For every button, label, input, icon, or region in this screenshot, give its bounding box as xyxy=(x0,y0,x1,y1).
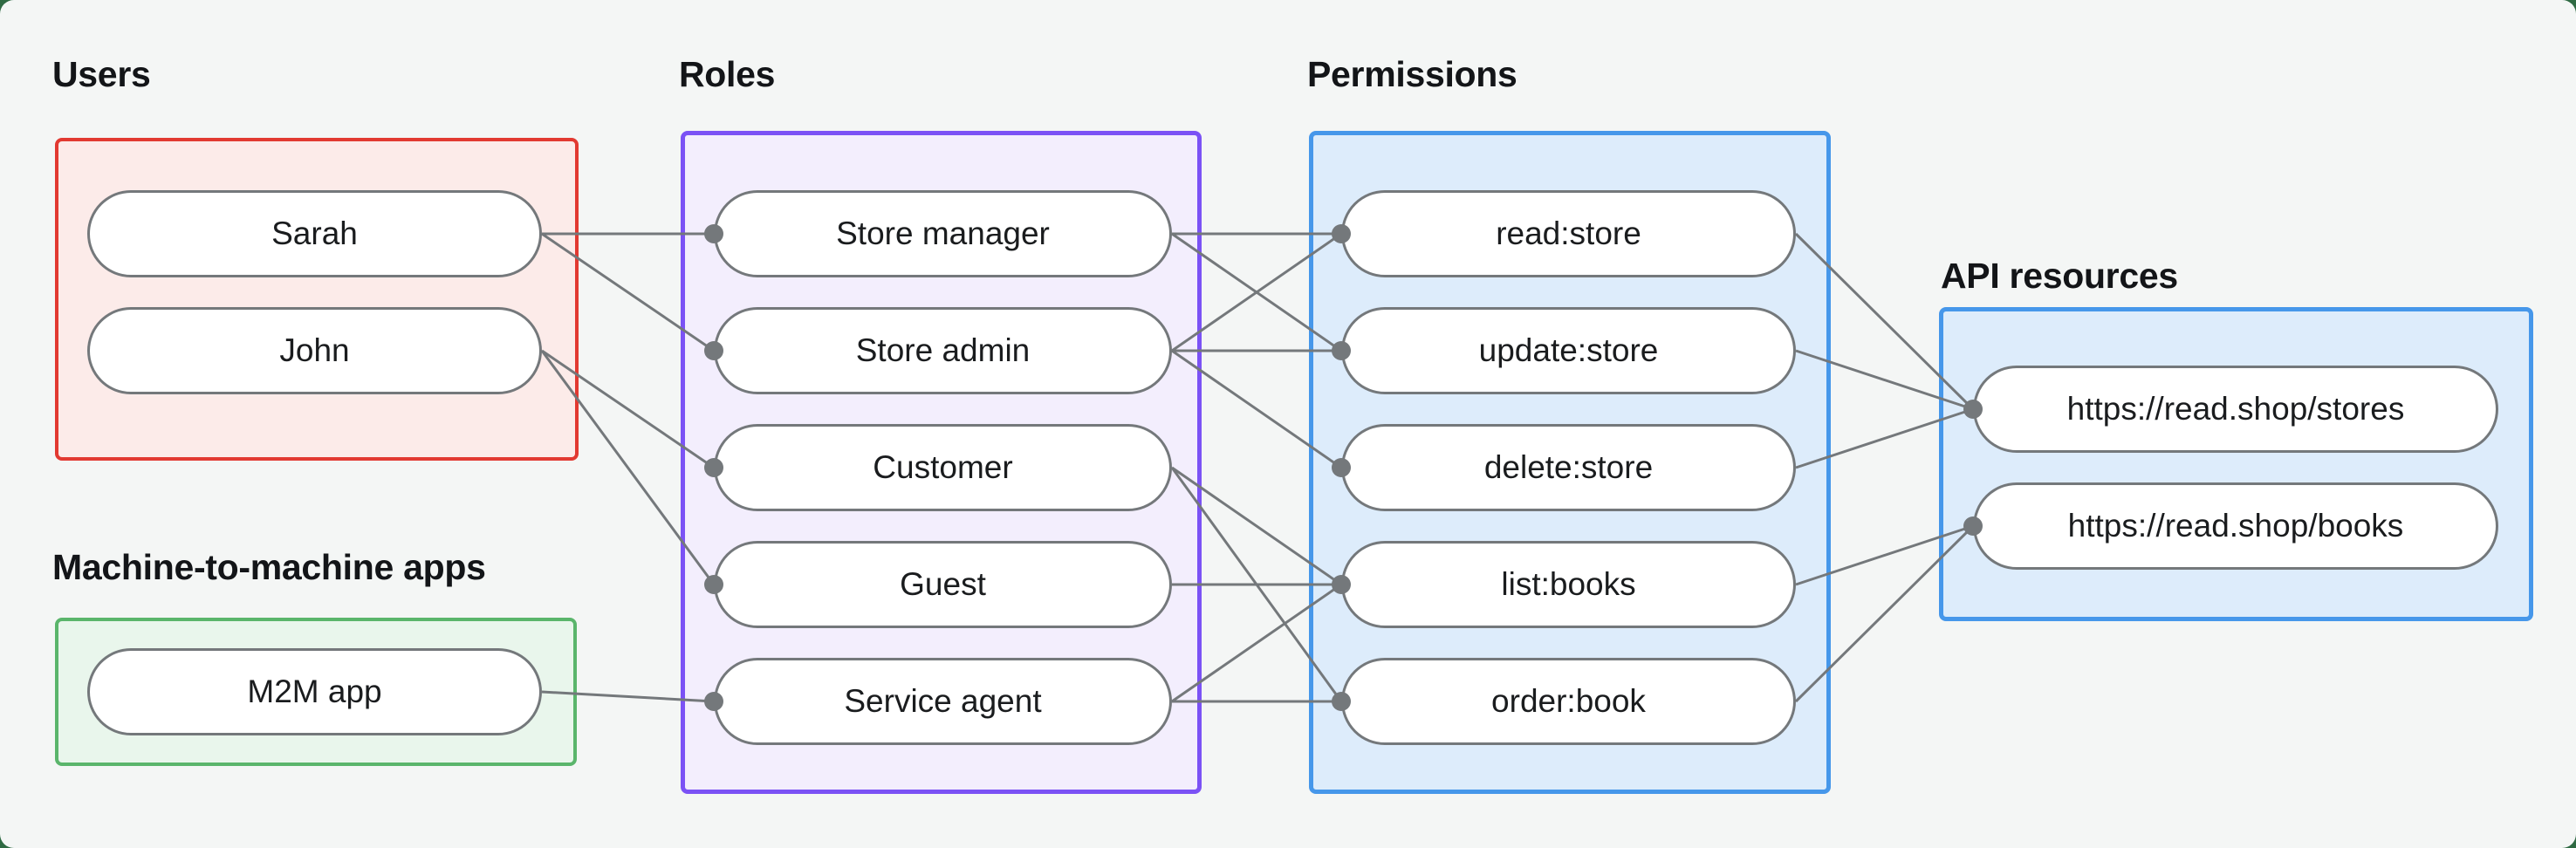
group-box-api xyxy=(1939,307,2533,621)
node-sarah: Sarah xyxy=(87,190,542,277)
group-label-m2m: Machine-to-machine apps xyxy=(52,547,486,587)
node-res-stores: https://read.shop/stores xyxy=(1973,366,2498,453)
group-box-users xyxy=(55,138,579,461)
node-store-admin: Store admin xyxy=(714,307,1172,394)
node-guest: Guest xyxy=(714,541,1172,628)
node-customer: Customer xyxy=(714,424,1172,511)
node-john: John xyxy=(87,307,542,394)
group-label-users: Users xyxy=(52,54,151,94)
node-store-manager: Store manager xyxy=(714,190,1172,277)
group-label-roles: Roles xyxy=(679,54,776,94)
node-read-store: read:store xyxy=(1341,190,1796,277)
node-res-books: https://read.shop/books xyxy=(1973,482,2498,570)
node-list-books: list:books xyxy=(1341,541,1796,628)
node-order-book: order:book xyxy=(1341,658,1796,745)
node-update-store: update:store xyxy=(1341,307,1796,394)
group-label-permissions: Permissions xyxy=(1307,54,1518,94)
node-delete-store: delete:store xyxy=(1341,424,1796,511)
node-service-agent: Service agent xyxy=(714,658,1172,745)
node-m2m-app: M2M app xyxy=(87,648,542,735)
group-label-api: API resources xyxy=(1941,256,2178,296)
